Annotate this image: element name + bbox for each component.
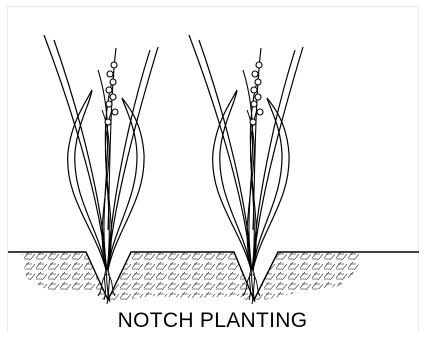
soil-hatching [20,250,365,305]
diagram-caption: NOTCH PLANTING [0,309,425,333]
